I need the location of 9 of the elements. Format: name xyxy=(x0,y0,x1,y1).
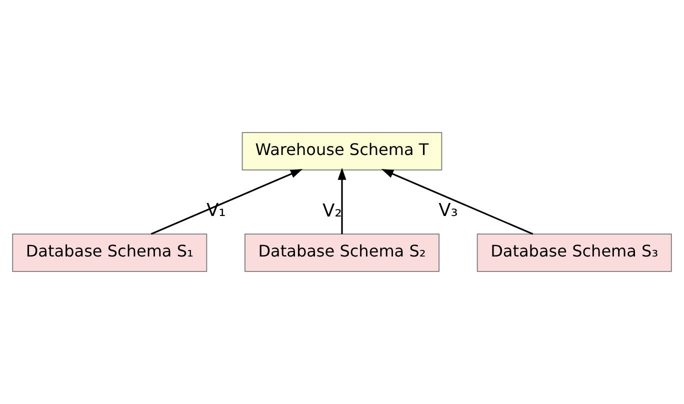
node-box: Database Schema S₂ xyxy=(244,234,440,272)
node-box: Database Schema S₁ xyxy=(12,234,208,272)
arrow xyxy=(381,169,534,235)
arrow xyxy=(338,168,346,234)
edge-label: V₃ xyxy=(438,200,458,222)
node-box: Database Schema S₃ xyxy=(476,234,672,272)
edge-label: V₂ xyxy=(322,200,342,222)
arrow xyxy=(150,169,303,235)
node-box: Warehouse Schema T xyxy=(242,132,442,170)
